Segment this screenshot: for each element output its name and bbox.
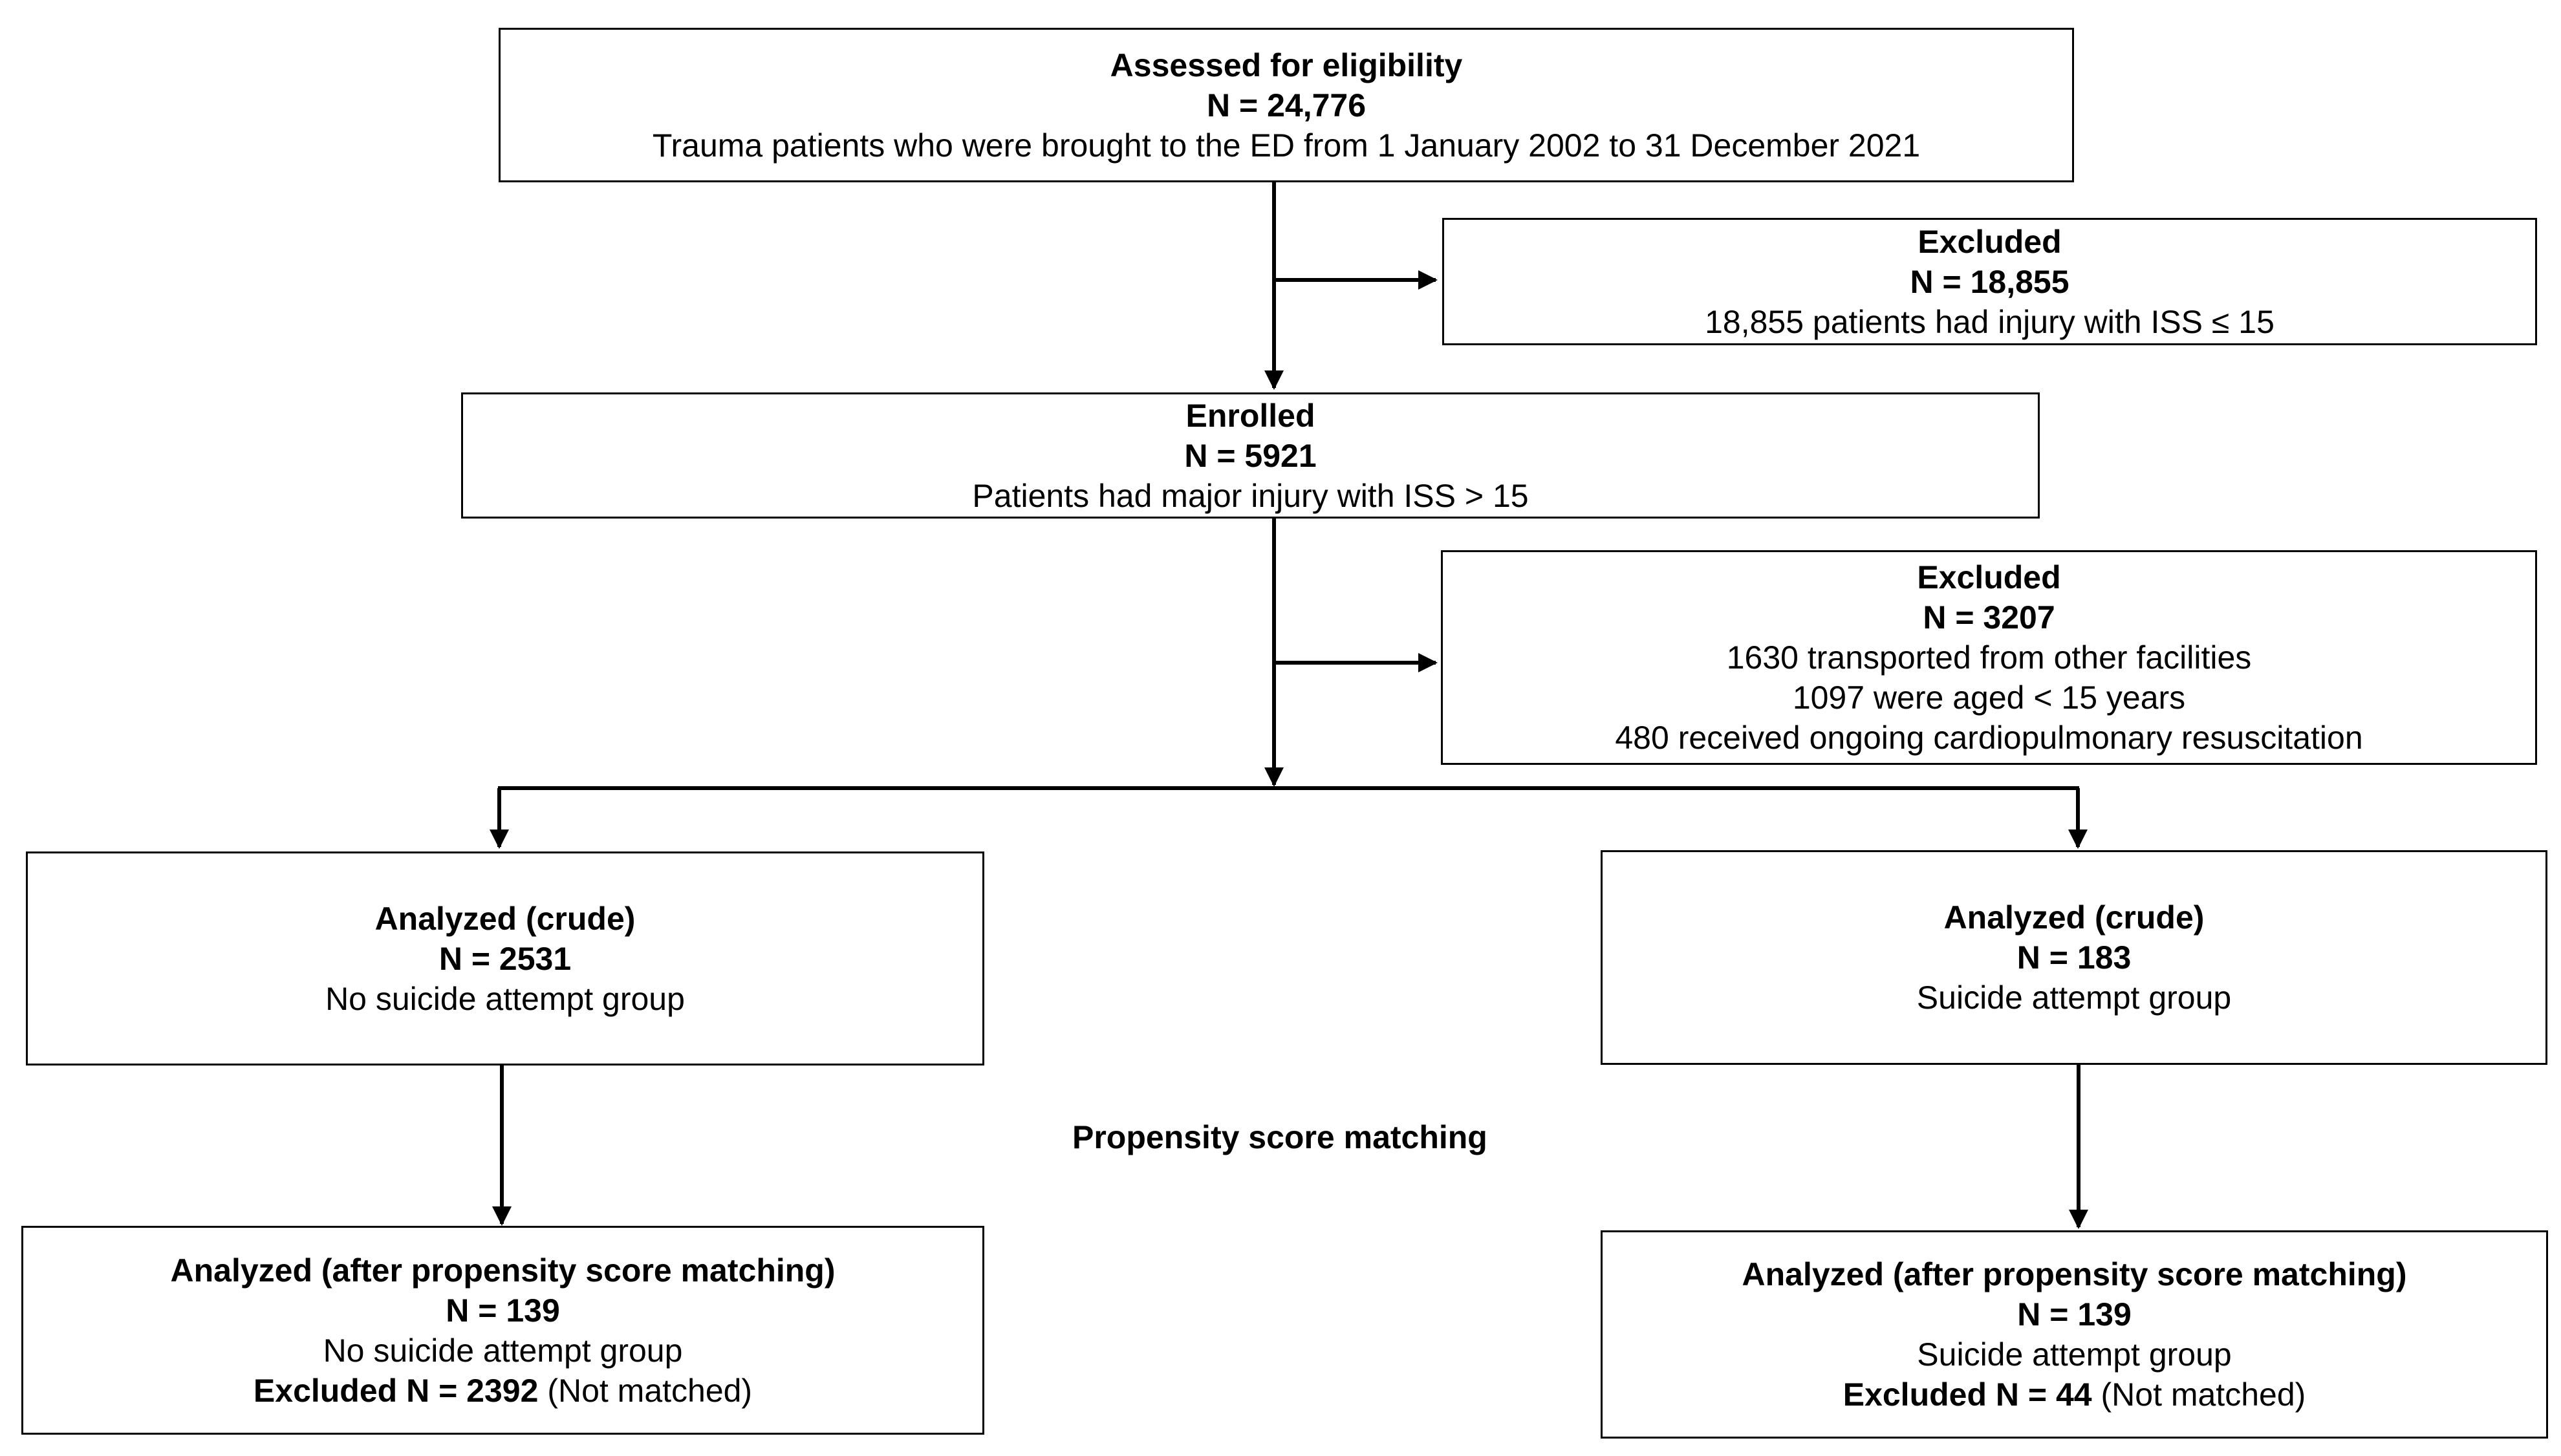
enrolled-box: Enrolled N = 5921 Patients had major inj… (461, 392, 2040, 519)
crude-left-box: Analyzed (crude) N = 2531 No suicide att… (26, 851, 984, 1065)
assessed-box: Assessed for eligibility N = 24,776 Trau… (499, 28, 2074, 182)
assessed-count: N = 24,776 (1206, 87, 1367, 123)
enrolled-count: N = 5921 (1184, 437, 1317, 474)
excluded-2-reason: 480 received ongoing cardiopulmonary res… (1615, 720, 2363, 756)
assessed-title: Assessed for eligibility (1110, 47, 1463, 83)
excluded-2-count: N = 3207 (1923, 599, 2055, 636)
matched-left-excluded-count: Excluded N = 2392 (253, 1372, 539, 1409)
crude-right-count: N = 183 (2016, 939, 2132, 976)
crude-right-box: Analyzed (crude) N = 183 Suicide attempt… (1601, 850, 2547, 1065)
crude-left-title: Analyzed (crude) (374, 900, 636, 937)
matched-left-box: Analyzed (after propensity score matchin… (21, 1226, 984, 1435)
matched-right-group: Suicide attempt group (1917, 1336, 2232, 1373)
excluded-2-reason: 1097 were aged < 15 years (1792, 680, 2186, 716)
crude-left-count: N = 2531 (438, 940, 572, 977)
matched-right-box: Analyzed (after propensity score matchin… (1601, 1230, 2548, 1439)
matched-right-count: N = 139 (2017, 1296, 2132, 1333)
enrolled-description: Patients had major injury with ISS > 15 (972, 477, 1529, 514)
excluded-1-count: N = 18,855 (1910, 263, 2069, 300)
crude-right-title: Analyzed (crude) (1943, 899, 2205, 936)
crude-left-group: No suicide attempt group (325, 980, 685, 1017)
enrolled-title: Enrolled (1185, 397, 1315, 434)
crude-right-group: Suicide attempt group (1916, 980, 2232, 1016)
matched-right-excluded-count: Excluded N = 44 (1842, 1376, 2092, 1413)
excluded-1-title: Excluded (1918, 223, 2062, 260)
excluded-1-description: 18,855 patients had injury with ISS ≤ 15 (1705, 303, 2275, 340)
assessed-description: Trauma patients who were brought to the … (652, 127, 1921, 164)
matched-left-title: Analyzed (after propensity score matchin… (170, 1252, 836, 1289)
excluded-2-title: Excluded (1917, 559, 2061, 595)
matched-left-count: N = 139 (446, 1292, 560, 1329)
matched-right-excluded: Excluded N = 44 (Not matched) (1843, 1375, 2306, 1415)
matched-left-excluded-note: (Not matched) (538, 1372, 753, 1409)
excluded-2-reason: 1630 transported from other facilities (1726, 639, 2252, 676)
matched-right-title: Analyzed (after propensity score matchin… (1742, 1256, 2407, 1292)
excluded-box-2: Excluded N = 3207 1630 transported from … (1441, 550, 2537, 765)
propensity-score-matching-label: Propensity score matching (1072, 1119, 1487, 1155)
matched-right-excluded-note: (Not matched) (2091, 1376, 2306, 1413)
matched-left-excluded: Excluded N = 2392 (Not matched) (254, 1371, 752, 1411)
excluded-box-1: Excluded N = 18,855 18,855 patients had … (1442, 218, 2537, 345)
matched-left-group: No suicide attempt group (323, 1332, 683, 1369)
